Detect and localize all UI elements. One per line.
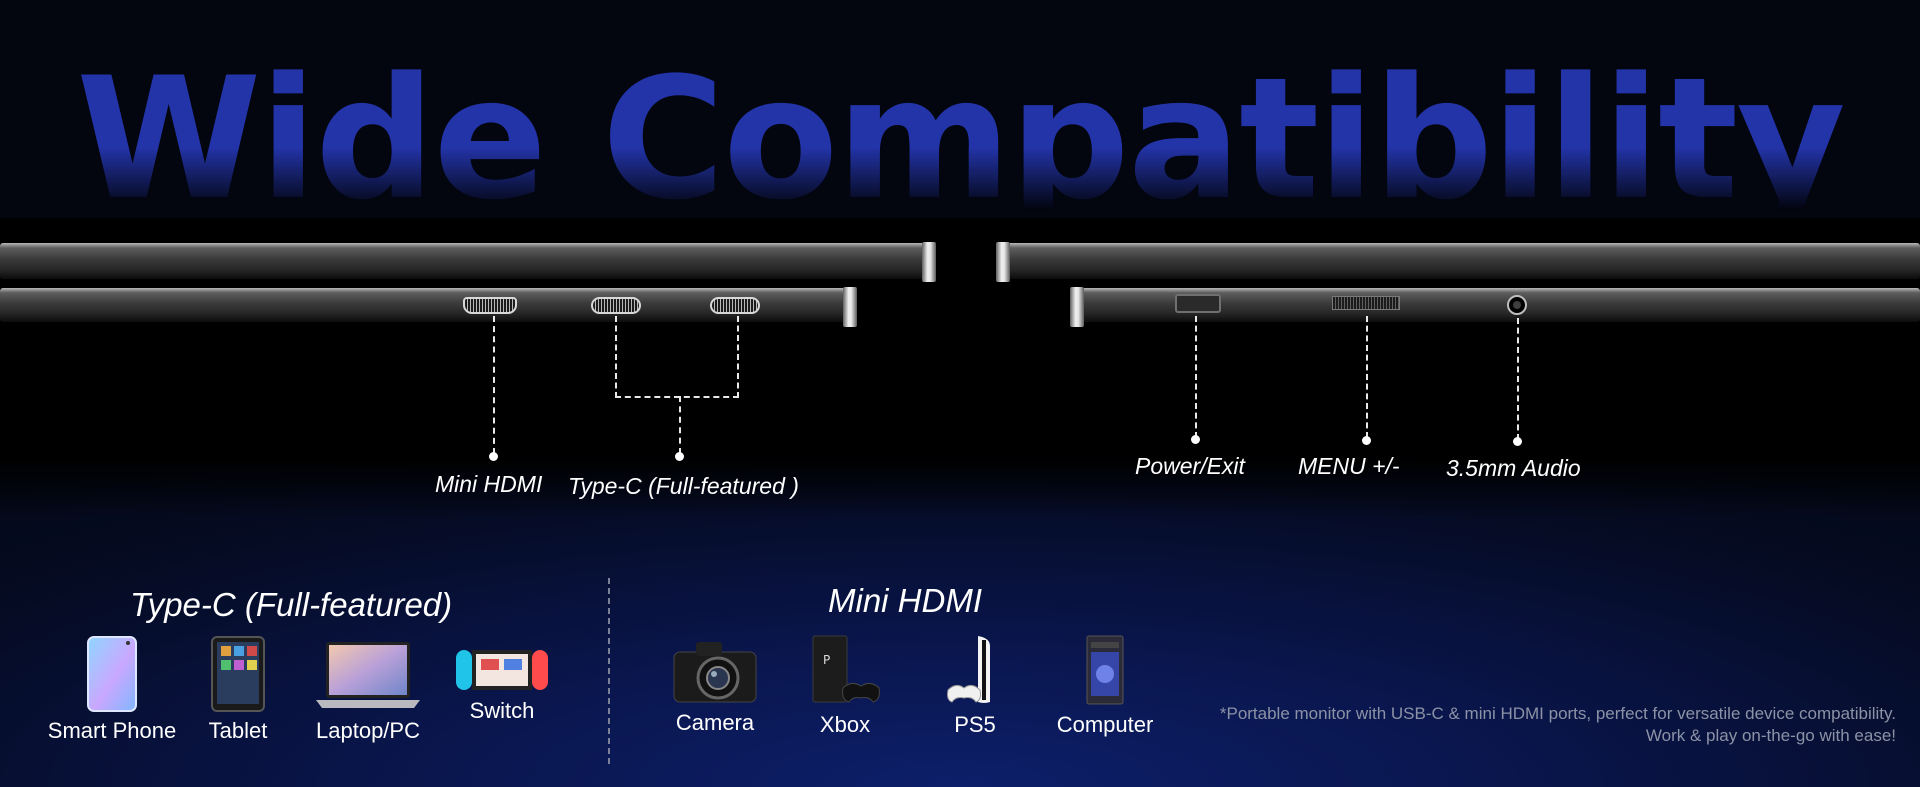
audio-callout-dot: [1513, 437, 1522, 446]
left-monitor-top-edge: [0, 243, 930, 279]
right-monitor-port-endcap: [1070, 287, 1084, 327]
type-c-port-1: [591, 297, 641, 314]
device-camera: Camera: [660, 638, 770, 736]
game-console-switch-icon: [440, 648, 564, 692]
left-monitor-port-edge: [0, 288, 850, 322]
power-callout-line: [1195, 316, 1197, 438]
ps5-console-icon: [930, 634, 1020, 706]
tablet-icon: [188, 636, 288, 712]
type-c-callout-stem: [679, 396, 681, 454]
left-monitor-top-endcap: [922, 242, 936, 282]
left-monitor-port-endcap: [843, 287, 857, 327]
audio-callout-line: [1517, 318, 1519, 440]
section-divider: [608, 578, 610, 764]
game-console-icon: P: [800, 634, 890, 706]
device-switch: Switch: [440, 648, 564, 724]
mini-hdmi-port-label: Mini HDMI: [435, 471, 543, 497]
device-label: Laptop/PC: [316, 718, 420, 743]
smartphone-icon: [28, 636, 196, 712]
svg-text:P: P: [823, 653, 830, 667]
device-laptop: Laptop/PC: [300, 640, 436, 744]
type-c-port-2: [710, 297, 760, 314]
type-c-callout-line-2: [737, 316, 739, 398]
device-smart-phone: Smart Phone: [28, 636, 196, 744]
mini-hdmi-callout-dot: [489, 452, 498, 461]
device-ps5: PS5: [930, 634, 1020, 738]
menu-callout-line: [1366, 316, 1368, 438]
audio-label: 3.5mm Audio: [1446, 455, 1581, 481]
menu-rocker-button: [1332, 296, 1400, 310]
device-label: Xbox: [819, 712, 871, 737]
device-label: Smart Phone: [47, 718, 177, 743]
device-computer: Computer: [1040, 634, 1170, 738]
headline: Wide Compatibility: [76, 41, 1846, 237]
footnote-line-2: Work & play on-the-go with ease!: [1645, 726, 1896, 745]
laptop-icon: [300, 640, 436, 712]
footnote-line-1: *Portable monitor with USB-C & mini HDMI…: [1219, 704, 1896, 723]
footnote: *Portable monitor with USB-C & mini HDMI…: [1076, 703, 1896, 747]
device-label: Camera: [675, 710, 755, 735]
mini-hdmi-callout-line: [493, 316, 495, 454]
right-monitor-top-endcap: [996, 242, 1010, 282]
mini-hdmi-port: [463, 297, 517, 314]
device-tablet: Tablet: [188, 636, 288, 744]
camera-icon: [660, 638, 770, 704]
type-c-port-label: Type-C (Full-featured ): [568, 473, 799, 499]
power-callout-dot: [1191, 435, 1200, 444]
type-c-section-title: Type-C (Full-featured): [130, 586, 453, 623]
menu-label: MENU +/-: [1298, 453, 1400, 479]
desktop-tower-icon: [1040, 634, 1170, 706]
right-monitor-top-edge: [1000, 243, 1920, 279]
power-exit-label: Power/Exit: [1135, 453, 1245, 479]
device-label: Tablet: [208, 718, 268, 743]
audio-jack: [1507, 295, 1527, 315]
type-c-callout-dot: [675, 452, 684, 461]
menu-callout-dot: [1362, 436, 1371, 445]
power-exit-button: [1175, 294, 1221, 313]
device-label: Switch: [469, 698, 535, 723]
device-xbox: P Xbox: [800, 634, 890, 738]
type-c-callout-line-1: [615, 316, 617, 398]
mini-hdmi-section-title: Mini HDMI: [828, 582, 982, 619]
device-label: PS5: [954, 712, 996, 737]
type-c-callout-bracket: [615, 396, 739, 398]
device-label: Computer: [1056, 712, 1154, 737]
